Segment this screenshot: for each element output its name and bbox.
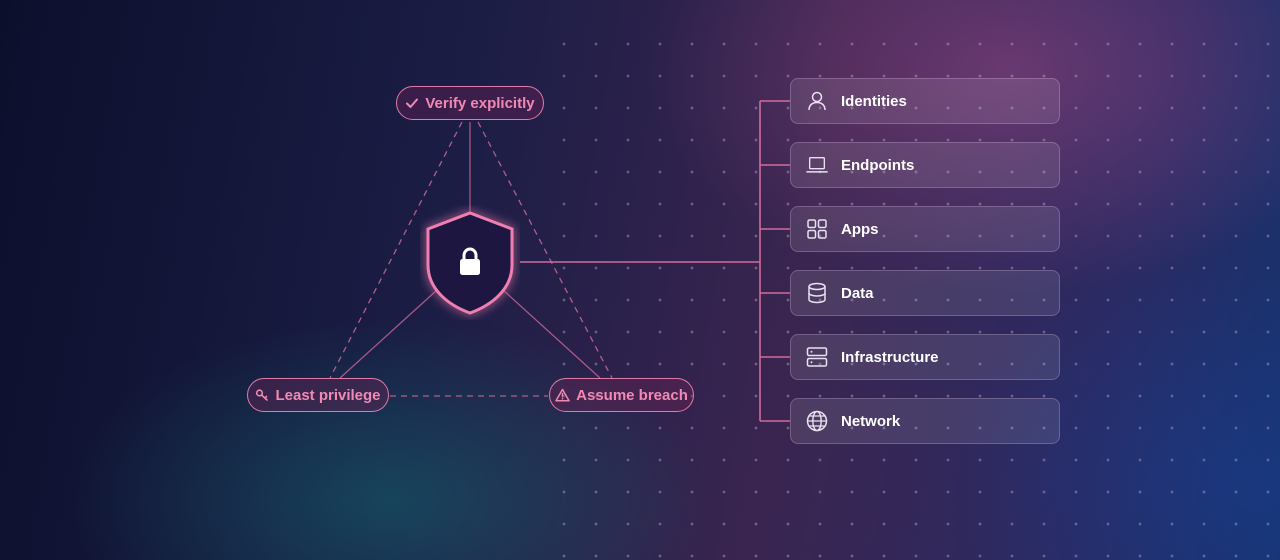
pillar-label: Endpoints	[841, 156, 915, 174]
assume-breach-label: Assume breach	[576, 386, 688, 404]
key-icon	[255, 388, 269, 402]
pillar-label: Network	[841, 412, 901, 430]
globe-icon	[805, 409, 829, 433]
security-shield	[420, 205, 520, 320]
warning-icon	[555, 388, 570, 402]
pillar-card-data[interactable]: Data	[790, 270, 1060, 316]
pillar-label: Data	[841, 284, 874, 302]
pillar-label: Apps	[841, 220, 879, 238]
pillar-card-identities[interactable]: Identities	[790, 78, 1060, 124]
least-privilege-pill[interactable]: Least privilege	[247, 378, 389, 412]
verify-explicitly-label: Verify explicitly	[425, 94, 535, 112]
user-icon	[805, 89, 829, 113]
dot-grid-background	[540, 20, 1280, 560]
pillar-card-apps[interactable]: Apps	[790, 206, 1060, 252]
check-icon	[405, 96, 419, 110]
pillar-label: Identities	[841, 92, 907, 110]
laptop-icon	[805, 153, 829, 177]
database-icon	[805, 281, 829, 305]
pillar-label: Infrastructure	[841, 348, 939, 366]
verify-explicitly-pill[interactable]: Verify explicitly	[396, 86, 544, 120]
apps-grid-icon	[805, 217, 829, 241]
lock-icon	[458, 247, 482, 282]
server-icon	[805, 345, 829, 369]
pillar-card-endpoints[interactable]: Endpoints	[790, 142, 1060, 188]
pillar-card-infrastructure[interactable]: Infrastructure	[790, 334, 1060, 380]
least-privilege-label: Least privilege	[275, 386, 381, 404]
pillar-card-network[interactable]: Network	[790, 398, 1060, 444]
assume-breach-pill[interactable]: Assume breach	[549, 378, 694, 412]
